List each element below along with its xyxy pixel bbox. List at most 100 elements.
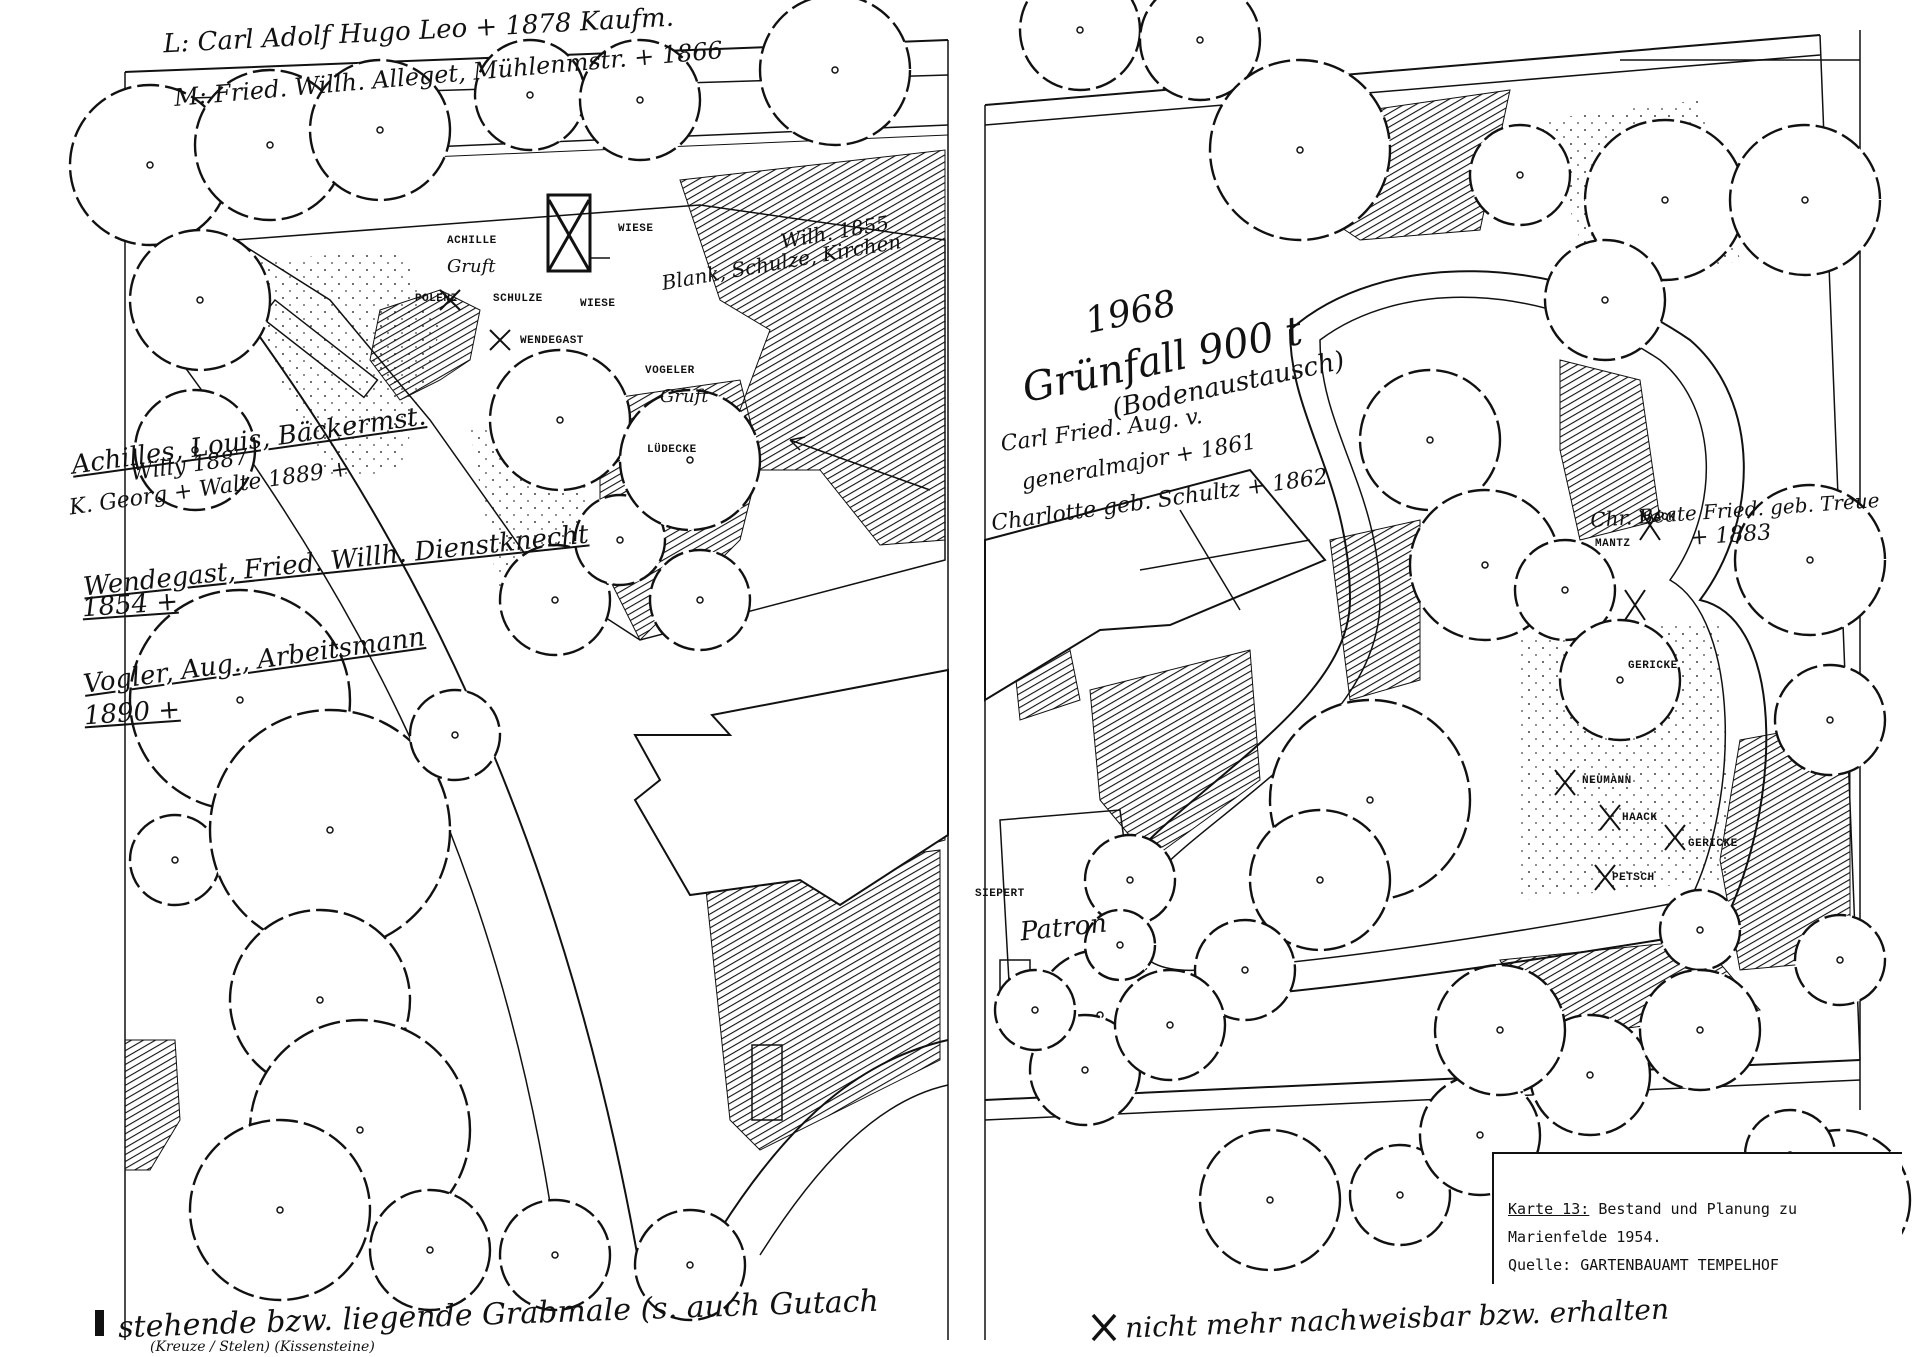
grave-gruft-1: Gruft: [447, 256, 496, 277]
grave-achille: ACHILLE: [447, 235, 497, 247]
tree-trunk: [1561, 586, 1569, 594]
caption-label: Karte 13:: [1508, 1200, 1590, 1218]
tree-canopy: [1083, 908, 1157, 982]
tree-canopy: [188, 1118, 372, 1302]
tree-trunk: [1661, 196, 1669, 204]
tree-canopy: [1468, 123, 1572, 227]
tree-canopy: [1793, 913, 1887, 1007]
grave-neumann: NEUMANN: [1582, 775, 1632, 787]
tree-canopy: [648, 548, 752, 652]
tree-trunk: [1076, 26, 1084, 34]
tree-trunk: [1396, 1191, 1404, 1199]
grave-wendegast: WENDEGAST: [520, 335, 584, 347]
grave-vogeler: VOGELER: [645, 365, 695, 377]
tree-canopy: [1208, 58, 1392, 242]
tree-trunk: [376, 126, 384, 134]
tree-trunk: [236, 696, 244, 704]
tree-trunk: [266, 141, 274, 149]
grave-schulze: SCHULZE: [493, 293, 543, 305]
tree-canopy: [1248, 808, 1392, 952]
tree-trunk: [686, 456, 694, 464]
tree-trunk: [191, 446, 199, 454]
tree-canopy: [1138, 0, 1262, 102]
tree-trunk: [316, 996, 324, 1004]
grave-luedecke: LÜDECKE: [647, 444, 697, 456]
tree-trunk: [171, 856, 179, 864]
tree-trunk: [1516, 171, 1524, 179]
tree-trunk: [1266, 1196, 1274, 1204]
tree-trunk: [1836, 956, 1844, 964]
tree-trunk: [551, 1251, 559, 1259]
grave-mantz: MANTZ: [1595, 538, 1631, 550]
tree-trunk: [196, 296, 204, 304]
grave-wiese-2: WIESE: [580, 298, 616, 310]
tree-canopy: [368, 1188, 492, 1312]
grave-gericke-1: GERICKE: [1628, 660, 1678, 672]
tree-canopy: [1728, 123, 1882, 277]
tree-trunk: [1081, 1066, 1089, 1074]
tree-canopy: [1638, 968, 1762, 1092]
tree-canopy: [498, 1198, 612, 1312]
tree-canopy: [128, 813, 222, 907]
tree-trunk: [1476, 1131, 1484, 1139]
tree-trunk: [1496, 1026, 1504, 1034]
tree-canopy: [128, 228, 272, 372]
grave-siepert: SIEPERT: [975, 888, 1025, 900]
note-year-1883: + 1883: [1689, 520, 1773, 551]
tree-trunk: [831, 66, 839, 74]
grave-gruft-2: Gruft: [660, 386, 709, 407]
tree-trunk: [696, 596, 704, 604]
tree-trunk: [1806, 556, 1814, 564]
tree-trunk: [1696, 1026, 1704, 1034]
caption-title: Bestand und Planung zu: [1598, 1200, 1797, 1218]
tree-trunk: [556, 416, 564, 424]
tree-trunk: [1426, 436, 1434, 444]
tree-trunk: [636, 96, 644, 104]
grave-haack-2: HAACK: [1622, 812, 1658, 824]
grave-petsch: PETSCH: [1612, 872, 1655, 884]
tree-trunk: [1696, 926, 1704, 934]
tree-trunk: [1126, 876, 1134, 884]
note-vogler-2: 1890 +: [83, 694, 182, 732]
tree-trunk: [276, 1206, 284, 1214]
grave-haack-1: HAACK: [1640, 512, 1676, 524]
tree-canopy: [1558, 618, 1682, 742]
tree-canopy: [1193, 918, 1297, 1022]
tree-trunk: [1366, 796, 1374, 804]
tree-canopy: [1348, 1143, 1452, 1247]
tree-trunk: [1586, 1071, 1594, 1079]
tree-canopy: [1113, 968, 1227, 1082]
tree-trunk: [1196, 36, 1204, 44]
tree-trunk: [1031, 1006, 1039, 1014]
tree-trunk: [1166, 1021, 1174, 1029]
grave-wiese-top: WIESE: [618, 223, 654, 235]
tree-canopy: [308, 58, 452, 202]
missing-grave-marker: [1091, 1313, 1117, 1342]
grave-gericke-2: GERICKE: [1688, 838, 1738, 850]
note-wendegast-2: 1854 +: [81, 586, 180, 624]
tree-canopy: [1658, 888, 1742, 972]
tree-canopy: [1733, 483, 1887, 637]
legend-standing-graves-sub: (Kreuze / Stelen) (Kissensteine): [150, 1339, 375, 1355]
tree-canopy: [1773, 663, 1887, 777]
tree-canopy: [578, 38, 702, 162]
tree-trunk: [1826, 716, 1834, 724]
tree-canopy: [488, 348, 632, 492]
tree-trunk: [1601, 296, 1609, 304]
tree-trunk: [451, 731, 459, 739]
tree-trunk: [1296, 146, 1304, 154]
tree-canopy: [1433, 963, 1567, 1097]
tree-trunk: [426, 1246, 434, 1254]
map-caption: Karte 13: Bestand und Planung zu Marienf…: [1492, 1152, 1902, 1284]
tree-canopy: [633, 1208, 747, 1322]
caption-source: Quelle: GARTENBAUAMT TEMPELHOF: [1508, 1256, 1779, 1274]
tree-trunk: [1481, 561, 1489, 569]
standing-grave-marker: [95, 1310, 104, 1336]
tree-canopy: [1358, 368, 1502, 512]
tree-trunk: [1116, 941, 1124, 949]
tree-trunk: [326, 826, 334, 834]
tree-trunk: [1316, 876, 1324, 884]
tree-trunk: [526, 91, 534, 99]
tree-canopy: [1198, 1128, 1342, 1272]
